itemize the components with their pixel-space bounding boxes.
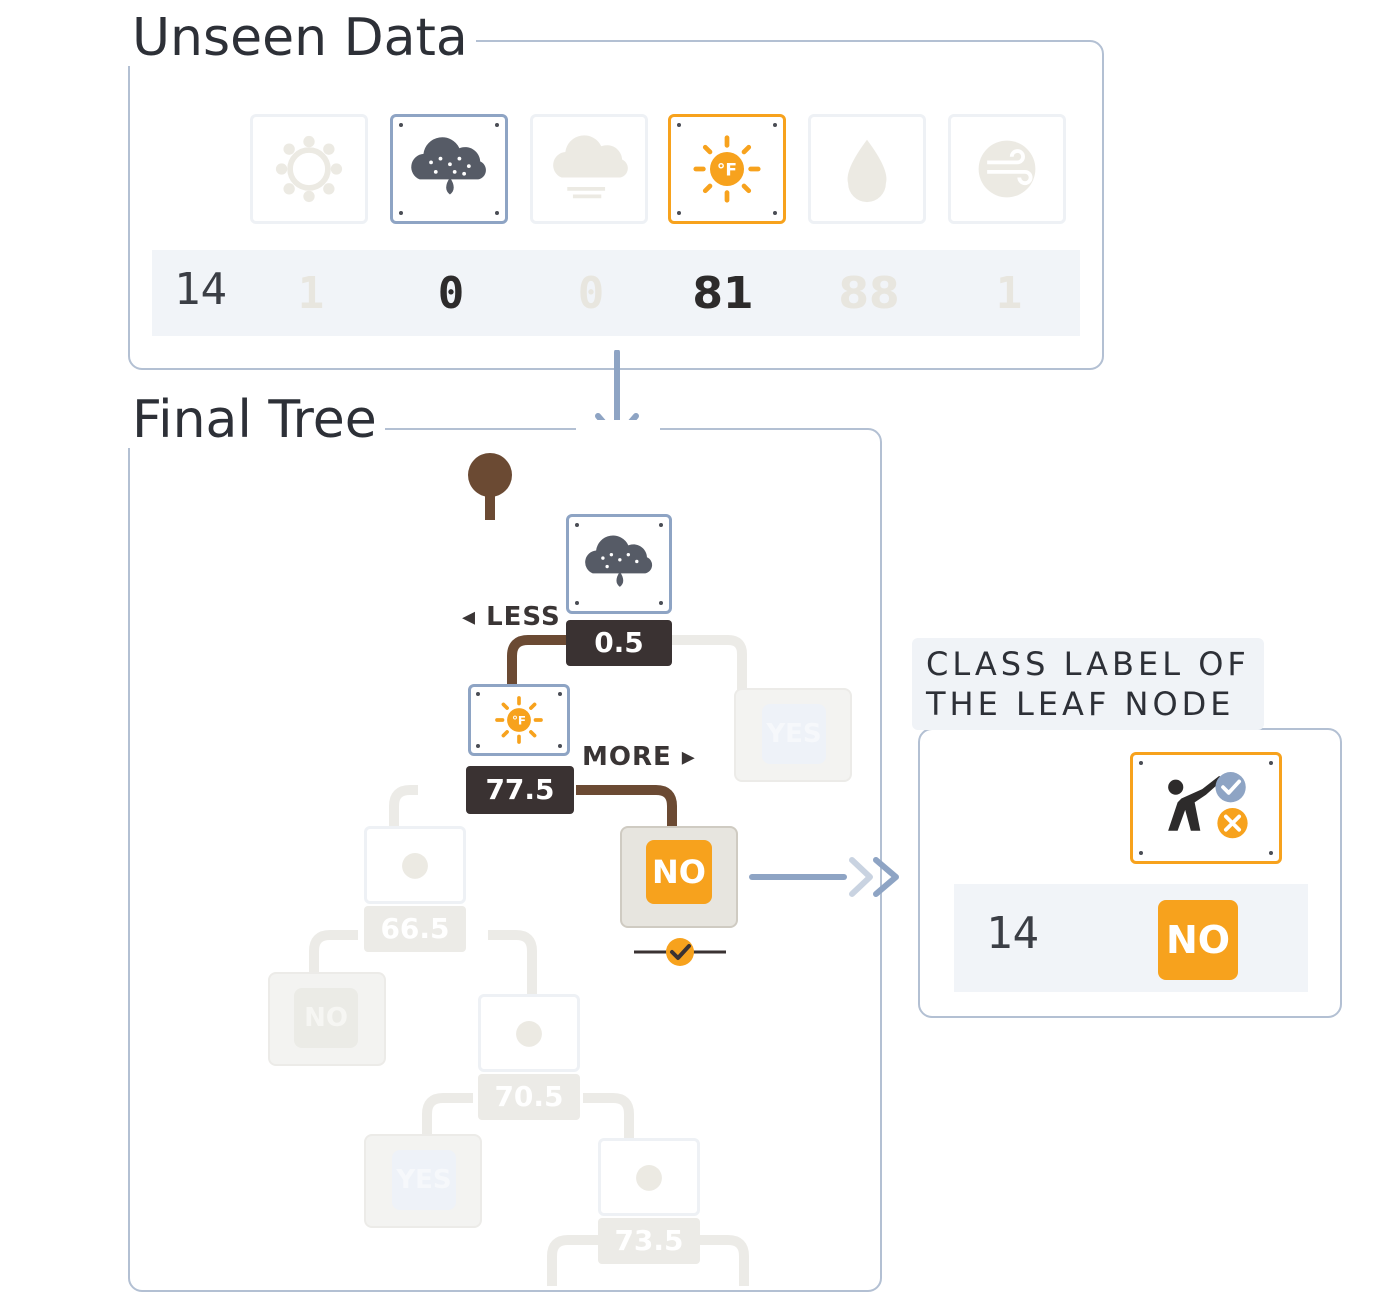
unseen-data-title: Unseen Data [128, 10, 476, 66]
value-humidity: 88 [838, 268, 900, 319]
wind-icon [978, 140, 1036, 198]
svg-text:°F: °F [512, 714, 526, 728]
svg-text:°F: °F [717, 161, 737, 181]
temperature-icon: °F [495, 696, 543, 744]
feature-snow-tile [530, 114, 648, 224]
faded-yes-badge-top: YES [762, 704, 826, 764]
result-class-label-badge: NO [1158, 900, 1238, 980]
faded-threshold-3: 73.5 [598, 1218, 700, 1264]
faded-threshold-2: 70.5 [478, 1074, 580, 1120]
value-wind: 1 [995, 268, 1023, 319]
checkmark-icon [634, 938, 726, 966]
faded-yes-leaf-top [734, 688, 852, 782]
result-row [954, 884, 1308, 992]
feature-sun-tile [250, 114, 368, 224]
faded-temp-node-2 [478, 994, 580, 1072]
faded-threshold-1: 66.5 [364, 906, 466, 952]
feature-rain-tile [390, 114, 508, 224]
temperature-icon [402, 853, 428, 879]
caption-line-2: THE LEAF NODE [926, 685, 1235, 723]
humidity-icon [847, 139, 887, 203]
feature-temperature-tile: °F [668, 114, 786, 224]
final-tree-title: Final Tree [128, 392, 385, 448]
rain-cloud-icon [411, 137, 486, 195]
golfer-icon [1168, 772, 1248, 839]
value-sun: 1 [297, 268, 325, 319]
temperature-icon [516, 1021, 542, 1047]
temperature-icon [636, 1165, 662, 1191]
faded-temp-node-1 [364, 826, 466, 904]
unseen-row-id: 14 [174, 264, 227, 315]
feature-humidity-tile [808, 114, 926, 224]
less-branch-label: ◂ LESS [462, 602, 561, 632]
snow-cloud-icon [553, 135, 628, 199]
right-arrow-icon [749, 857, 899, 897]
value-snow: 0 [577, 268, 605, 319]
value-rain: 0 [437, 268, 465, 319]
play-golf-tile [1130, 752, 1282, 864]
faded-yes-badge: YES [392, 1150, 456, 1210]
rain-cloud-icon [585, 535, 653, 587]
caption-line-1: CLASS LABEL OF [926, 645, 1250, 683]
unseen-data-row [152, 250, 1080, 336]
value-temperature: 81 [692, 268, 754, 319]
result-row-id: 14 [986, 908, 1039, 959]
temperature-node: °F [468, 684, 570, 756]
more-branch-label: MORE ▸ [582, 742, 696, 772]
result-leaf-badge: NO [646, 840, 712, 904]
temperature-threshold: 77.5 [466, 766, 574, 814]
tree-paths [309, 453, 749, 1286]
sun-icon [275, 135, 343, 203]
class-label-caption: CLASS LABEL OF THE LEAF NODE [912, 638, 1264, 730]
temperature-icon: °F [693, 135, 761, 203]
root-threshold: 0.5 [566, 620, 672, 666]
feature-wind-tile [948, 114, 1066, 224]
final-tree-panel [128, 428, 882, 1292]
root-rain-node [566, 514, 672, 614]
faded-temp-node-3 [598, 1138, 700, 1216]
faded-no-badge: NO [294, 988, 358, 1048]
